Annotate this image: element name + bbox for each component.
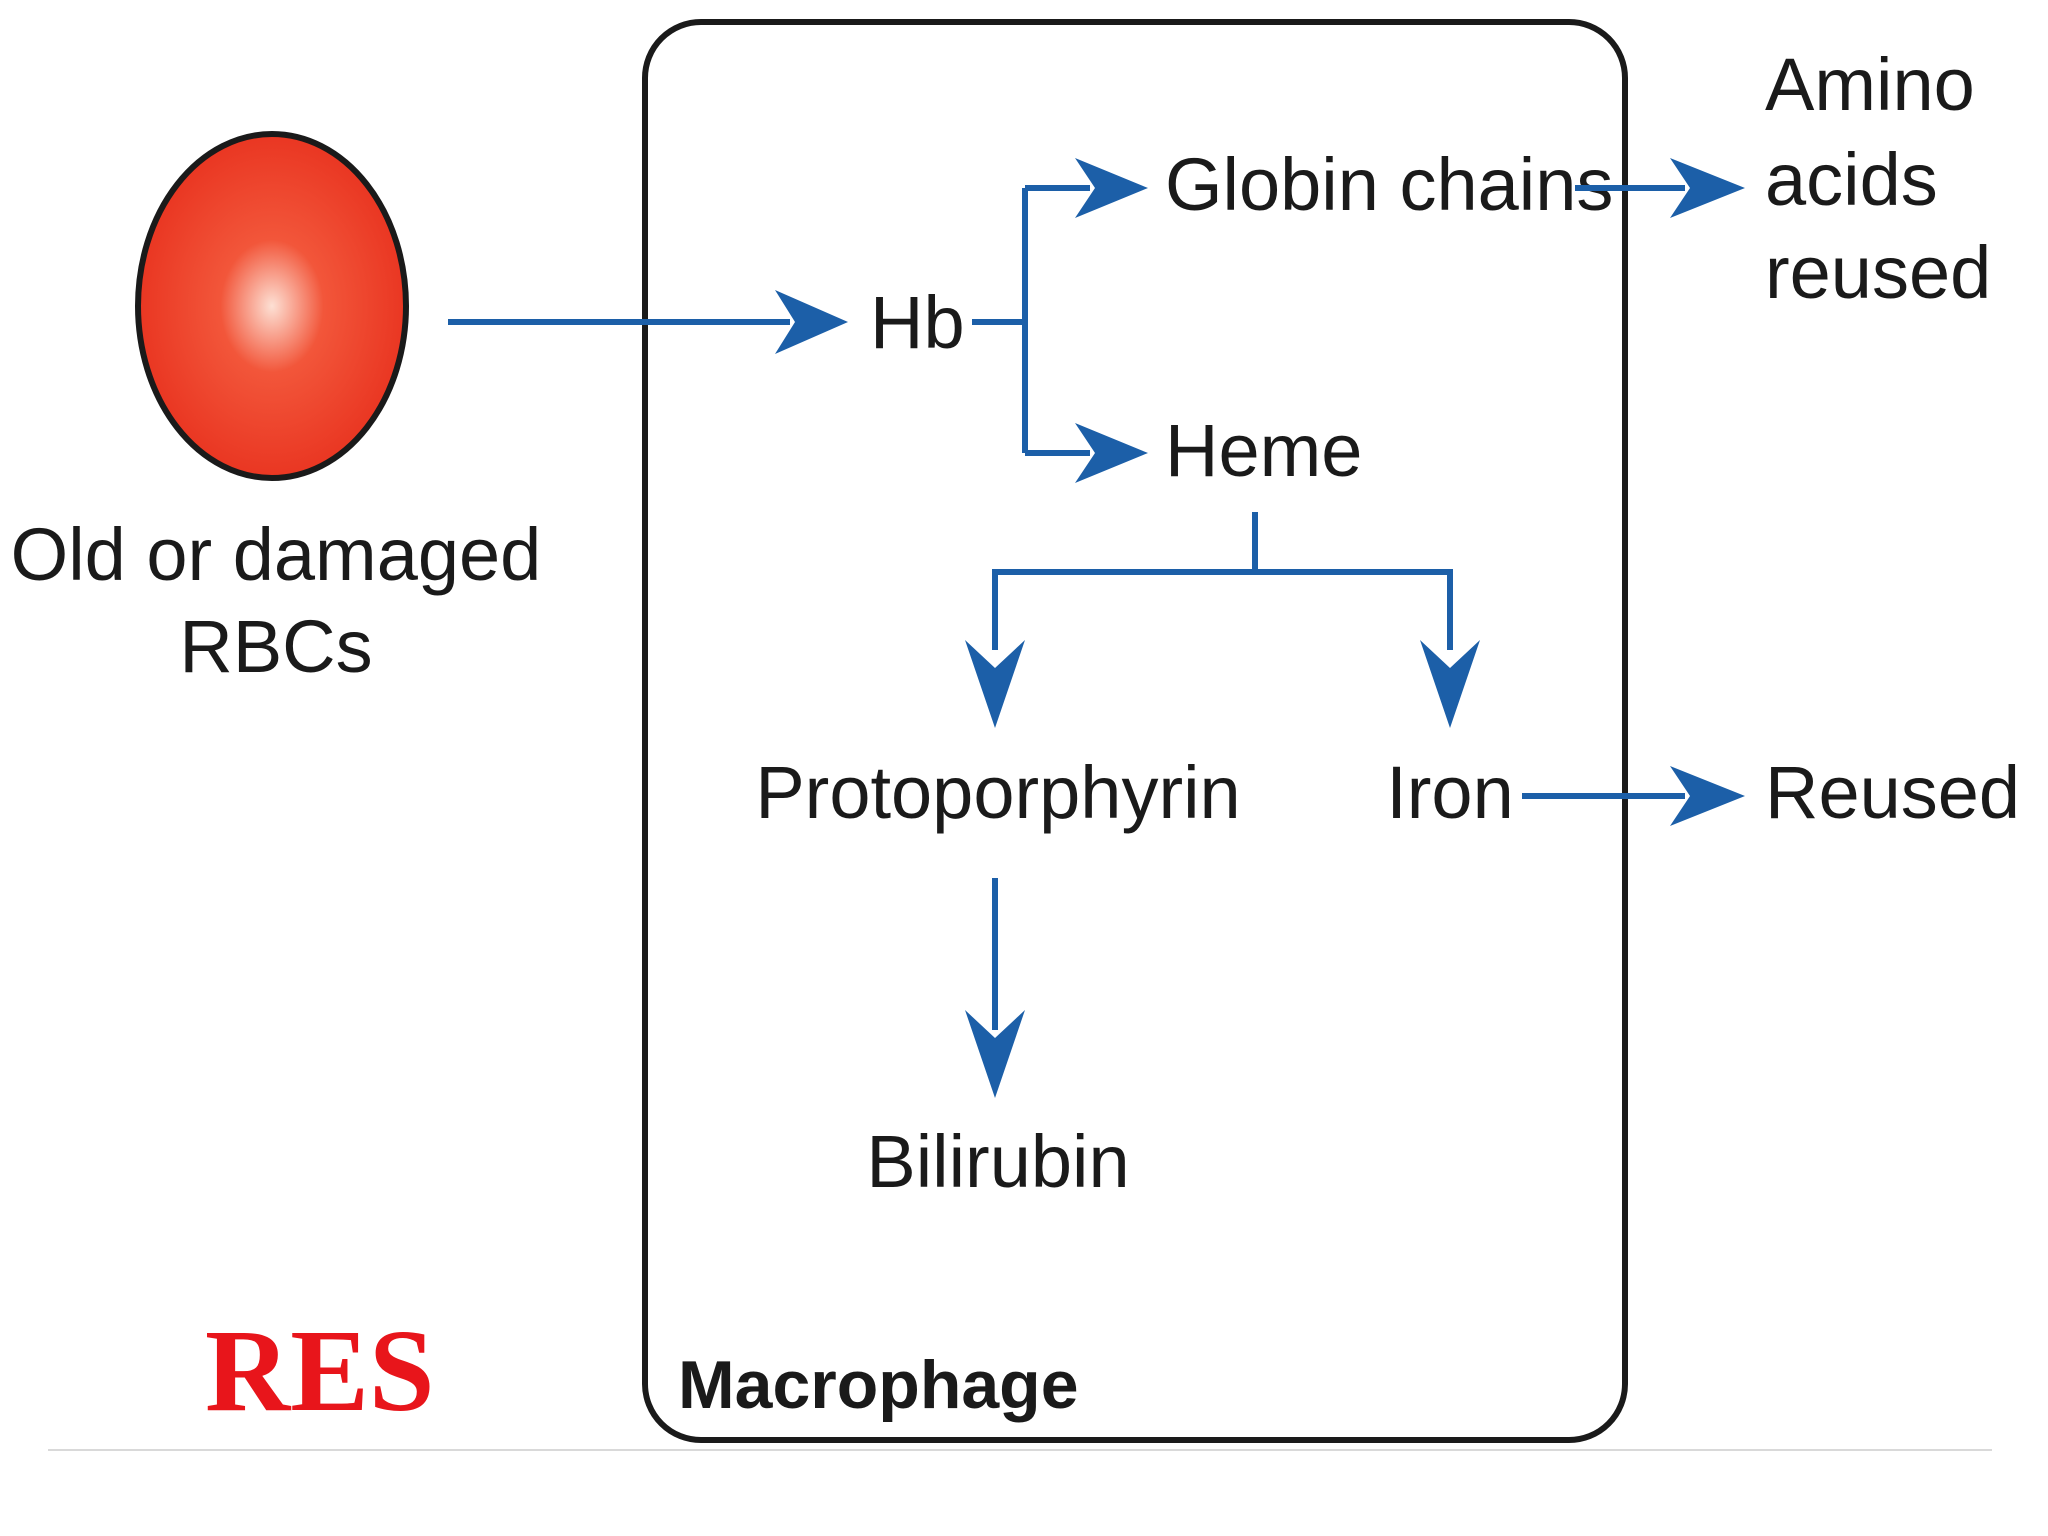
arrow-hb-branch — [972, 158, 1148, 483]
cell-label-line2: RBCs — [179, 605, 372, 688]
macrophage-label: Macrophage — [678, 1347, 1079, 1423]
arrow-iron-to-reused — [1522, 766, 1745, 826]
node-heme: Heme — [1165, 409, 1362, 492]
macrophage-box — [645, 22, 1625, 1440]
rbc-cell-shape — [138, 134, 406, 478]
node-iron: Iron — [1386, 751, 1514, 834]
res-label: RES — [205, 1305, 435, 1436]
node-protoporphyrin: Protoporphyrin — [755, 751, 1240, 834]
node-amino-line3: reused — [1765, 231, 1991, 314]
arrow-heme-branch — [965, 512, 1480, 728]
node-reused: Reused — [1765, 751, 2020, 834]
node-amino-line2: acids — [1765, 138, 1938, 221]
node-globin: Globin chains — [1165, 143, 1613, 226]
cell-label-line1: Old or damaged — [11, 513, 542, 596]
node-hb: Hb — [870, 281, 965, 364]
node-bilirubin: Bilirubin — [866, 1120, 1129, 1203]
node-amino-line1: Amino — [1765, 43, 1975, 126]
arrow-protoporphyrin-to-bilirubin — [965, 878, 1025, 1098]
